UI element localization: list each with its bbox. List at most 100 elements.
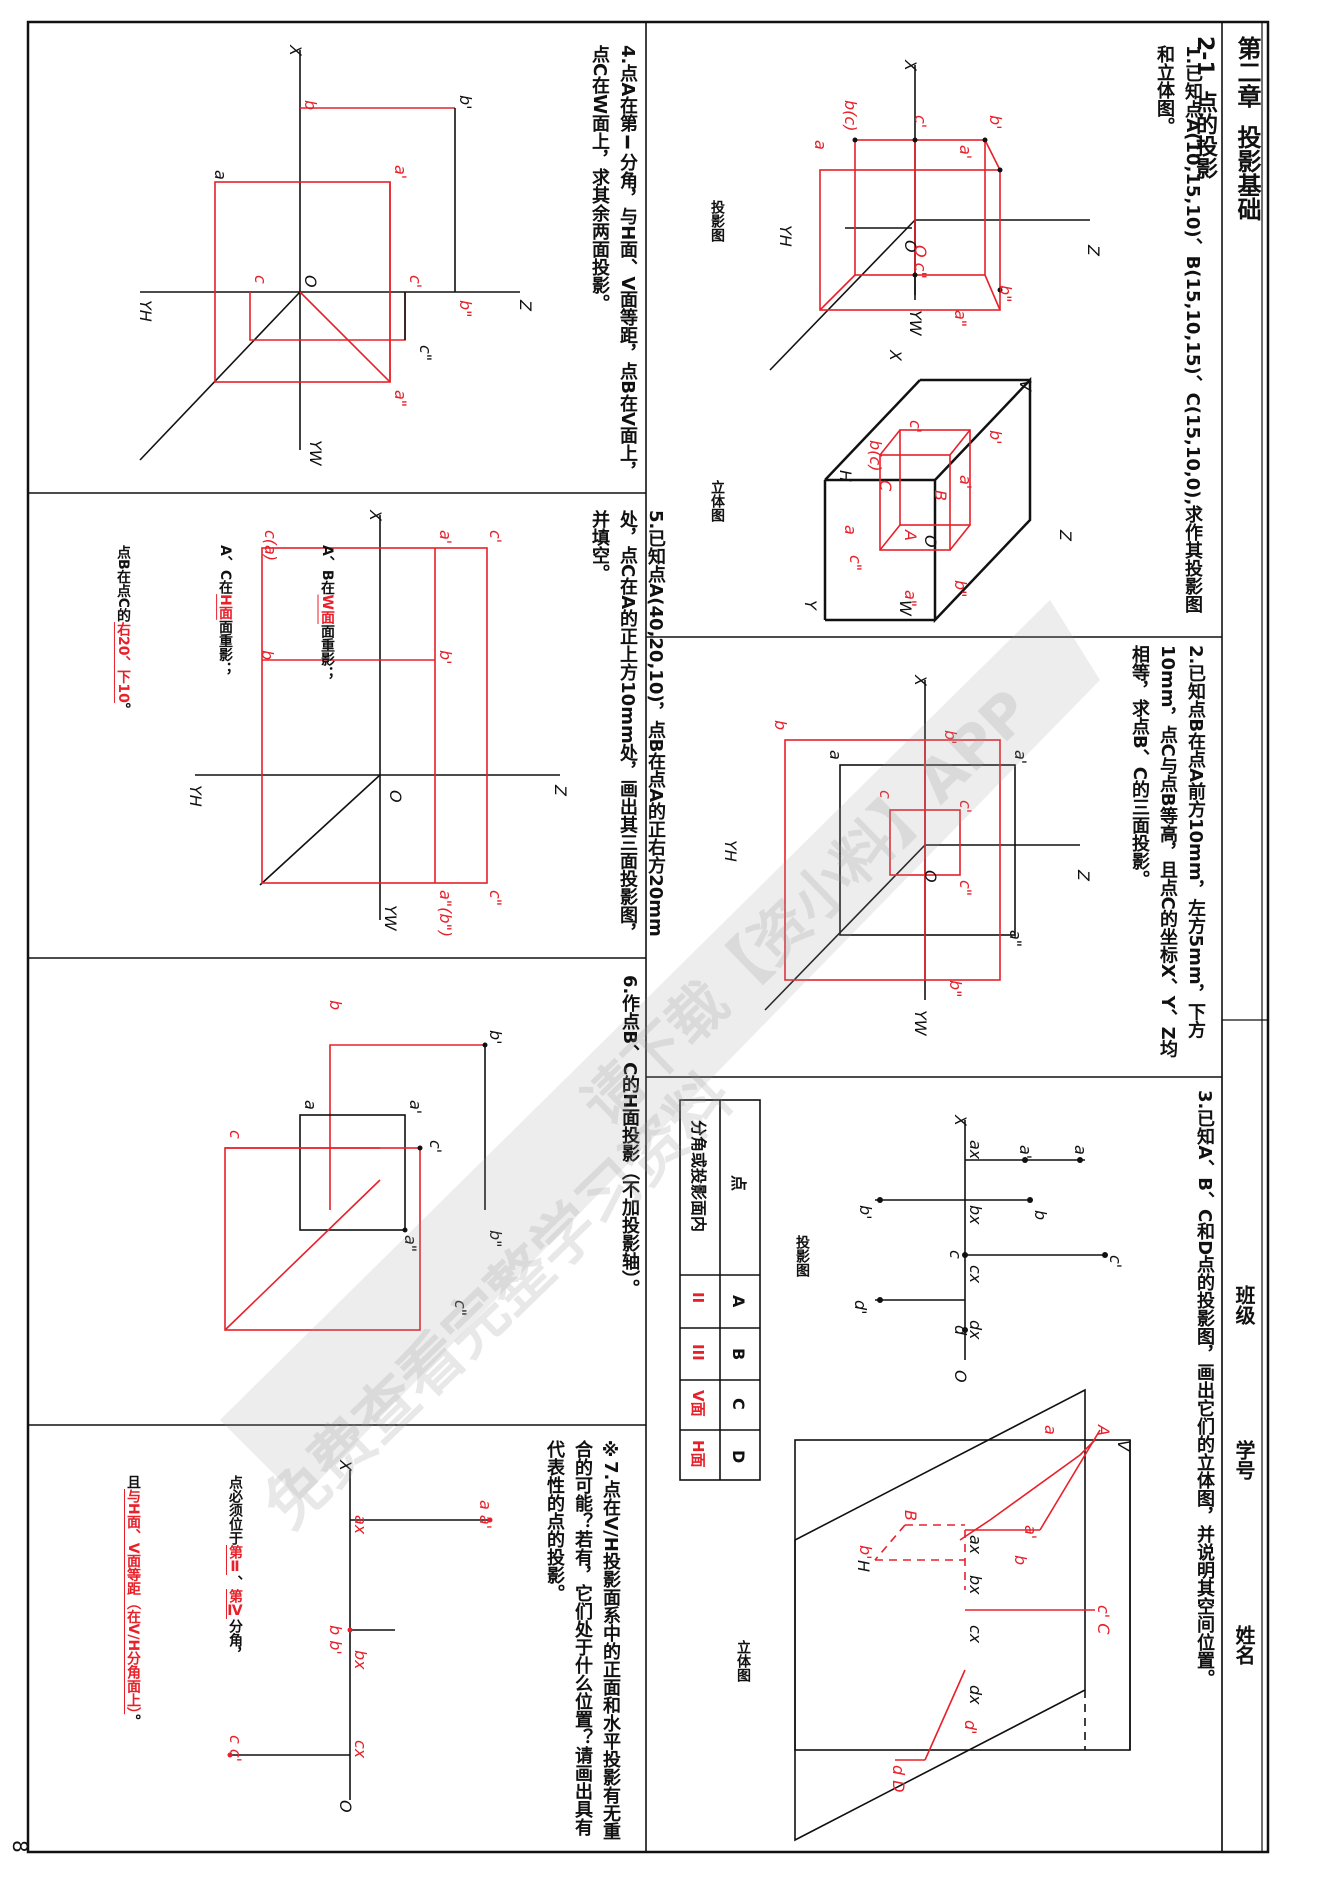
p3s-d1-label: d': [961, 1720, 980, 1735]
p5-blank1-answer: W面: [319, 594, 335, 624]
p1s-v-label: V: [1016, 380, 1035, 392]
p1-a-label: a: [811, 140, 830, 150]
p4-a-label: a: [211, 170, 230, 180]
p3s-h-label: H: [854, 1560, 873, 1572]
student-number-label: 学号: [1232, 1440, 1256, 1480]
p3-dx-label: dx: [966, 1320, 985, 1340]
p1-o-label: O: [901, 240, 920, 253]
p3-bx-label: bx: [966, 1205, 985, 1225]
p1-x-label: X: [901, 59, 920, 72]
p1-a1-label: a': [956, 145, 975, 159]
p3-cx-label: cx: [966, 1265, 985, 1284]
p3s-dx-label: dx: [966, 1685, 985, 1705]
p7-answer-quadrant-2: 第Ⅳ: [227, 1589, 243, 1619]
p2-yw-label: YW: [911, 1010, 930, 1037]
p7-x-label: X: [336, 1459, 355, 1472]
p1s-w-label: W: [896, 600, 915, 617]
p7-bx-label: bx: [351, 1650, 370, 1670]
p4-c2-label: c": [416, 345, 435, 361]
p6-b1-label: b': [486, 1030, 505, 1045]
p6-c-label: c: [226, 1130, 245, 1139]
p1s-B-label: B: [931, 490, 950, 501]
page-number: 8: [8, 1840, 32, 1853]
p3s-bx-label: bx: [966, 1575, 985, 1595]
p2-yh-label: YH: [721, 840, 740, 862]
problem-3-projection-caption: 投影图: [794, 1235, 810, 1277]
p3-table-point-a: A: [729, 1295, 748, 1308]
p1s-c1-label: c': [906, 420, 925, 433]
p7-aa1-label: a a': [476, 1500, 495, 1529]
chapter-title: 第二章 投影基础: [1233, 36, 1261, 221]
p6-a1-label: a': [406, 1100, 425, 1114]
p5-b-label: b: [258, 650, 277, 660]
p3s-v-label: V: [1114, 1440, 1133, 1452]
p1s-c2-label: c": [846, 555, 865, 571]
p2-a-label: a: [826, 750, 845, 760]
p3-b1-label: b': [856, 1205, 875, 1220]
p5-projection-diagram: X Z O YH YW c(a) a' c' b b' a"(b") c": [186, 509, 570, 937]
p2-c2-label: c": [956, 880, 975, 896]
p3-c1-label: c': [1106, 1255, 1125, 1268]
p3-a1-label: a': [1016, 1145, 1035, 1159]
p3-d-label: d: [951, 1325, 970, 1336]
p5-x-label: X: [366, 509, 385, 522]
p3-ax-label: ax: [966, 1140, 985, 1160]
p3-table-point-c: C: [729, 1398, 748, 1410]
problem-3-text: 3.已知A、B、C和D点的投影图，画出它们的立体图，并说明其空间位置。: [1194, 1090, 1215, 1688]
p4-o-label: O: [301, 275, 320, 288]
p1-yh-label: YH: [776, 225, 795, 247]
p3s-a-label: a: [1041, 1425, 1060, 1435]
p1s-a-label: a: [841, 525, 860, 535]
p3-d1-label: d': [851, 1300, 870, 1315]
p7-answer-quadrant-1: 第Ⅱ: [227, 1545, 243, 1575]
p3s-b1-label: b': [856, 1545, 875, 1560]
p2-a1-label: a': [1011, 750, 1030, 764]
p5-b1-label: b': [436, 650, 455, 665]
p4-b1-label: b': [456, 95, 475, 110]
problem-2-text: 2.已知点B在点A前方10mm，左方5mm，下方10mm，点C与点B等高，且点C…: [1129, 645, 1206, 1058]
p1-bc-label: b(c): [841, 100, 860, 131]
p1s-a1-label: a': [956, 475, 975, 489]
p1-b1-label: b': [986, 115, 1005, 130]
watermark-band: [220, 600, 1100, 1500]
p5-o-label: O: [386, 790, 405, 803]
p2-x-label: X: [911, 674, 930, 687]
p1s-bc-label: b(c): [866, 440, 885, 471]
p3s-B-label: B: [901, 1510, 920, 1521]
p6-b2-label: b": [486, 1230, 505, 1248]
p3-table-answer-a: II: [689, 1292, 707, 1303]
p3-projection-diagram: X O a a' ax b bx b' c' c cx d' d dx: [851, 1114, 1125, 1383]
p4-yh-label: YH: [136, 300, 155, 322]
p7-answer-position: 与H面、V面等距（在V/H分角面上）: [125, 1489, 141, 1715]
p1s-z-label: Z: [1056, 529, 1075, 542]
name-label: 姓名: [1232, 1625, 1256, 1665]
p7-ax-label: ax: [351, 1515, 370, 1535]
p6-projection-diagram: b' a a' c' b" a" c" b c: [224, 1000, 505, 1331]
p3s-A-label: A: [1094, 1424, 1113, 1436]
p5-yh-label: YH: [186, 785, 205, 807]
p1s-x-label: X: [886, 349, 905, 362]
p3-b-label: b: [1031, 1210, 1050, 1220]
p3-c-label: c: [946, 1250, 965, 1259]
p7-o-label: O: [336, 1800, 355, 1813]
p3s-cx-label: cx: [966, 1625, 985, 1644]
p4-a1-label: a': [391, 165, 410, 179]
p3s-cC-label: c' C: [1094, 1605, 1113, 1635]
p3-solid-diagram: V H A a a' b B b' c' C d D d' ax bx cx d…: [794, 1388, 1133, 1842]
p4-a2-label: a": [391, 390, 410, 407]
p6-c2-label: c": [451, 1300, 470, 1316]
p1-z-label: Z: [1084, 244, 1103, 257]
p5-blank2-answer: H面: [217, 594, 233, 620]
p3-a-label: a: [1071, 1145, 1090, 1155]
p5-yw-label: YW: [381, 905, 400, 932]
p3-table-position-header: 分角或投影面内: [689, 1120, 708, 1232]
p2-a2-label: a": [1006, 930, 1025, 947]
p3-table-answer-b: III: [689, 1344, 707, 1361]
page-border: [26, 20, 1270, 1854]
p2-z-label: Z: [1074, 869, 1093, 882]
p4-b2-label: b": [456, 300, 475, 318]
p4-yw-label: YW: [306, 440, 325, 467]
p3s-dD-label: d D: [889, 1765, 908, 1793]
p5-a2b2-label: a"(b"): [436, 890, 455, 937]
problem-5-text: 5.已知点A(40,20,10)，点B在点A的正右方20mm处，点C在A的正上方…: [589, 510, 666, 942]
